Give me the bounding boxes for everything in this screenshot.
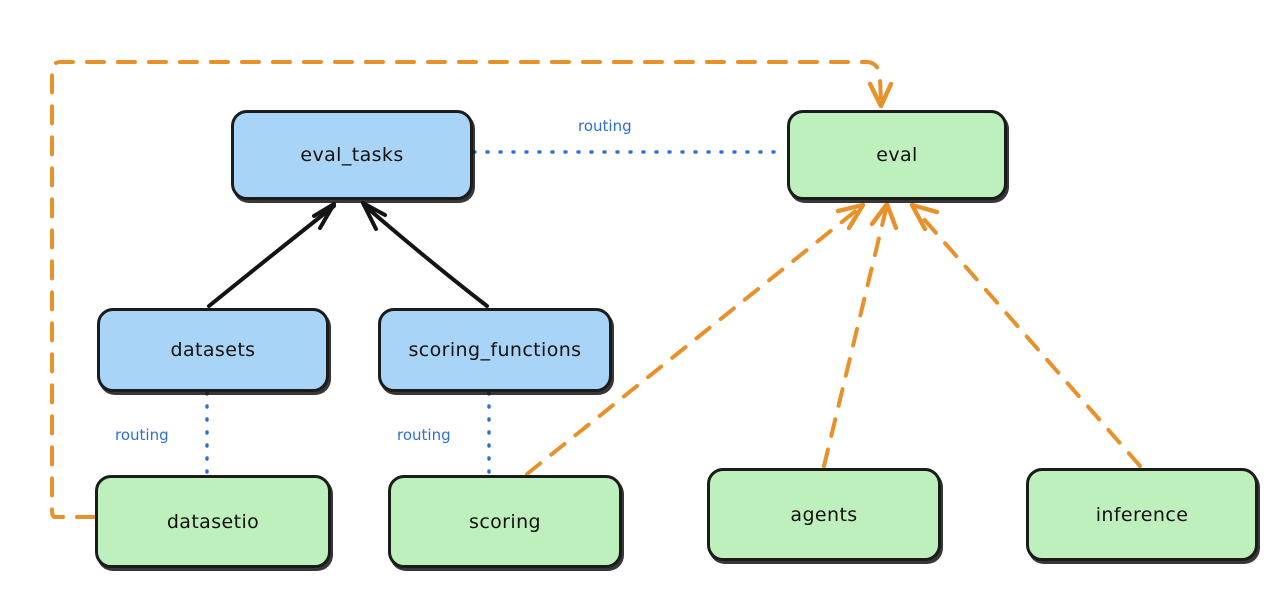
node-eval_tasks[interactable]: eval_tasks — [231, 110, 473, 200]
edge-datasetio-to-eval — [50, 60, 894, 519]
node-scoring_functions[interactable]: scoring_functions — [378, 308, 612, 392]
node-datasets[interactable]: datasets — [97, 308, 329, 392]
edge-label-routing-datasets: routing — [115, 426, 169, 444]
node-label: datasets — [170, 339, 256, 361]
edge-label-routing-scoring: routing — [397, 426, 451, 444]
node-inference[interactable]: inference — [1026, 468, 1258, 561]
edge-label-routing-eval: routing — [578, 117, 632, 135]
node-label: inference — [1095, 503, 1189, 526]
edge-agents-to-eval — [822, 201, 899, 468]
node-label: agents — [790, 503, 858, 526]
node-label: eval_tasks — [300, 144, 404, 166]
edge-datasets-to-eval_tasks — [207, 202, 336, 308]
edge-scoring_functions-to-eval_tasks — [361, 201, 489, 308]
node-label: scoring_functions — [408, 339, 582, 361]
node-datasetio[interactable]: datasetio — [95, 475, 331, 568]
node-label: scoring — [469, 510, 541, 533]
edge-scoring-to-eval — [525, 202, 866, 476]
node-agents[interactable]: agents — [707, 468, 941, 561]
node-label: eval — [876, 144, 918, 166]
node-eval[interactable]: eval — [787, 110, 1007, 200]
node-scoring[interactable]: scoring — [388, 475, 622, 568]
node-label: datasetio — [166, 510, 260, 533]
edge-inference-to-eval — [909, 202, 1142, 468]
